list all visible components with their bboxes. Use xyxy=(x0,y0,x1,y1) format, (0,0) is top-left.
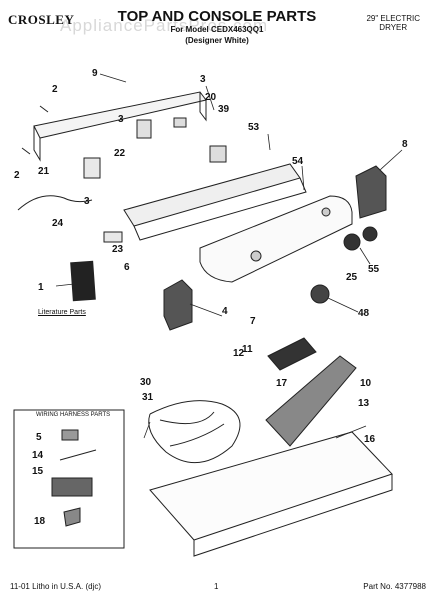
callout-label: 55 xyxy=(368,264,380,275)
part-console-knob xyxy=(321,207,331,217)
callout-label: 25 xyxy=(346,272,358,283)
watermark: AppliancePartsPros.com xyxy=(60,16,269,35)
part-lint-screen xyxy=(267,337,317,371)
callout-label: 14 xyxy=(32,450,44,461)
callout-label: 23 xyxy=(112,244,124,255)
callout-label: 3 xyxy=(84,196,90,207)
part-end-cap-left xyxy=(163,279,193,331)
part-knob xyxy=(362,226,378,242)
literature-label: Literature Parts xyxy=(38,309,86,316)
footer-litho: 11-01 Litho in U.S.A. (djc) xyxy=(10,582,102,591)
part-knob xyxy=(343,233,361,251)
part-console xyxy=(199,195,353,283)
callout-label: 5 xyxy=(36,432,42,443)
callout-label: 6 xyxy=(124,262,130,273)
part-door-switch xyxy=(83,157,101,179)
part-harness-15 xyxy=(51,477,93,497)
dryer-type-line2: DRYER xyxy=(379,23,408,32)
callout-label: 21 xyxy=(38,166,50,177)
callout-label: 13 xyxy=(358,398,370,409)
page-title: TOP AND CONSOLE PARTS xyxy=(117,8,317,25)
callout-label: 1 xyxy=(38,282,44,293)
callout-label: 8 xyxy=(402,139,408,150)
callout-label: 16 xyxy=(364,434,376,445)
part-wiring-harness xyxy=(148,400,241,464)
part-end-cap-right xyxy=(355,165,387,219)
callout-label: 2 xyxy=(52,84,58,95)
callout-label: 22 xyxy=(114,148,126,159)
callout-label: 11 xyxy=(242,344,253,355)
model-line: For Model CEDX463QQ1 xyxy=(170,25,264,34)
part-console-knob xyxy=(250,250,262,262)
brand-logo: CROSLEY xyxy=(8,12,75,27)
part-knob-large xyxy=(310,284,330,304)
callout-label: 53 xyxy=(248,122,260,133)
callout-label: 9 xyxy=(92,68,98,79)
callout-label: 18 xyxy=(34,516,46,527)
callout-label: 39 xyxy=(218,104,230,115)
callout-label: 48 xyxy=(358,308,370,319)
wiring-harness-title: WIRING HARNESS PARTS xyxy=(36,412,111,418)
callout-label: 20 xyxy=(205,92,217,103)
part-screw xyxy=(21,105,49,155)
part-wire xyxy=(17,195,93,211)
callout-label: 24 xyxy=(52,218,64,229)
callout-label: 17 xyxy=(276,378,288,389)
part-timer xyxy=(209,145,227,163)
callout-label: 7 xyxy=(250,316,256,327)
wiring-harness-box xyxy=(13,409,125,549)
part-control-panel xyxy=(123,163,301,227)
part-connector xyxy=(103,231,123,243)
callout-label: 4 xyxy=(222,306,228,317)
part-lint-housing xyxy=(265,355,357,447)
callout-label: 31 xyxy=(142,392,154,403)
part-top-panel xyxy=(149,431,393,541)
part-harness-18 xyxy=(63,507,81,527)
callout-label: 3 xyxy=(118,114,124,125)
part-harness-5 xyxy=(61,429,79,441)
part-harness-14 xyxy=(59,449,97,461)
callout-label: 3 xyxy=(200,74,206,85)
callout-label: 54 xyxy=(292,156,304,167)
part-literature xyxy=(70,260,96,302)
part-clip xyxy=(173,117,187,128)
callout-label: 12 xyxy=(233,348,245,359)
callout-label: 15 xyxy=(32,466,44,477)
dryer-type-line1: 29" ELECTRIC xyxy=(366,14,420,23)
color-line: (Designer White) xyxy=(185,36,249,45)
callout-label: 2 xyxy=(14,170,20,181)
dryer-type: 29" ELECTRIC DRYER xyxy=(366,14,420,32)
callout-label: 10 xyxy=(360,378,372,389)
part-switch xyxy=(136,119,152,139)
footer-page-number: 1 xyxy=(214,582,219,591)
callout-label: 30 xyxy=(140,377,152,388)
footer-part-number: Part No. 4377988 xyxy=(363,582,426,591)
